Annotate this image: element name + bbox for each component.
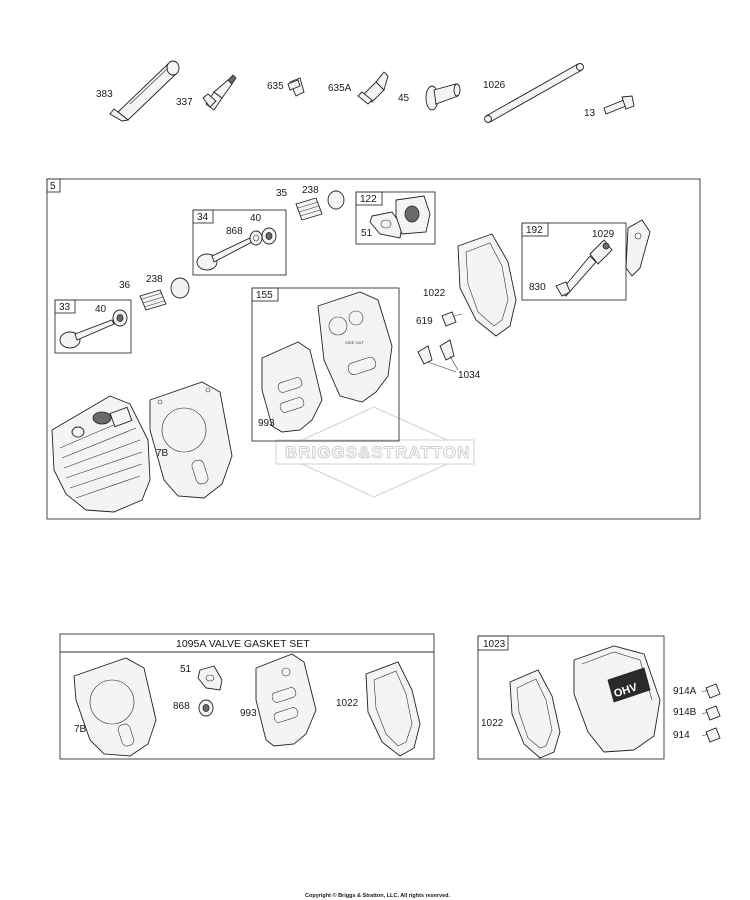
box-122 xyxy=(355,191,436,245)
valve-retainer-40b-part xyxy=(112,309,128,327)
label-40-b: 40 xyxy=(95,304,107,315)
label-635: 635 xyxy=(267,81,284,92)
svg-text:SIDE OUT: SIDE OUT xyxy=(345,340,364,345)
svg-text:BRIGGS&STRATTON: BRIGGS&STRATTON xyxy=(285,443,470,462)
set-head-gasket-7b-part xyxy=(73,657,157,757)
label-868-b: 868 xyxy=(173,701,190,712)
box-label-192: 192 xyxy=(526,225,543,236)
valve-spring-36-part xyxy=(139,289,167,311)
label-1026: 1026 xyxy=(483,80,506,91)
valve-cover-gasket-1022-part xyxy=(457,233,517,337)
box-label-33: 33 xyxy=(59,302,71,313)
valve-seal-868-part xyxy=(249,230,263,246)
label-7b-b: 7B xyxy=(74,724,87,735)
box-34 xyxy=(192,209,287,276)
cover-gasket-1022c-part xyxy=(509,669,561,759)
push-rod-part xyxy=(484,63,584,123)
label-1034: 1034 xyxy=(458,370,481,381)
label-238-b: 238 xyxy=(146,274,163,285)
label-619: 619 xyxy=(416,316,433,327)
label-914b: 914B xyxy=(673,707,697,718)
screw-619-part xyxy=(441,311,463,327)
assembly-frame-5 xyxy=(46,178,701,520)
label-238-a: 238 xyxy=(302,185,319,196)
rocker-stud-830-part xyxy=(555,239,613,297)
label-830: 830 xyxy=(529,282,546,293)
set-gasket-51-part xyxy=(197,665,223,691)
label-1022-c: 1022 xyxy=(481,718,504,729)
label-337: 337 xyxy=(176,97,193,108)
label-51-b: 51 xyxy=(180,664,192,675)
screw-914a-part xyxy=(701,683,721,699)
label-40-a: 40 xyxy=(250,213,262,224)
exhaust-valve-part xyxy=(59,319,115,349)
label-914a: 914A xyxy=(673,686,697,697)
valve-gasket-set-frame xyxy=(59,633,435,760)
label-35: 35 xyxy=(276,188,288,199)
spark-plug-part xyxy=(202,74,237,111)
part-45 xyxy=(425,83,461,111)
spring-cap-238b-part xyxy=(170,277,190,299)
copyright-notice: Copyright © Briggs & Stratton, LLC. All … xyxy=(305,892,451,899)
guide-plate-1034-part xyxy=(417,339,459,373)
label-51-a: 51 xyxy=(361,228,373,239)
label-993-a: 993 xyxy=(258,418,275,429)
label-993-b: 993 xyxy=(240,708,257,719)
part-635 xyxy=(287,77,305,97)
box-label-155: 155 xyxy=(256,290,273,301)
label-36: 36 xyxy=(119,280,131,291)
head-gasket-155-part: SIDE OUT xyxy=(317,291,393,403)
set-valve-cover-gasket-1022-part xyxy=(365,661,421,757)
set-valve-seal-868-part xyxy=(198,699,214,717)
label-7b-a: 7B xyxy=(156,448,169,459)
label-1022-b: 1022 xyxy=(336,698,359,709)
label-45: 45 xyxy=(398,93,410,104)
valve-cover-1023-part: OHV xyxy=(573,645,661,753)
label-1022-a: 1022 xyxy=(423,288,446,299)
label-914: 914 xyxy=(673,730,690,741)
bolt-13-part xyxy=(603,95,635,115)
label-1029: 1029 xyxy=(592,229,615,240)
gasket-993-part xyxy=(261,341,323,433)
spark-plug-wrench-part xyxy=(109,60,180,122)
part-635a xyxy=(357,71,389,105)
label-13: 13 xyxy=(584,108,596,119)
box-label-122: 122 xyxy=(360,194,377,205)
screw-914b-part xyxy=(701,705,721,721)
label-383: 383 xyxy=(96,89,113,100)
breather-122-part xyxy=(395,195,431,235)
spring-cap-238-part xyxy=(327,190,345,210)
cylinder-head-part xyxy=(51,395,151,513)
set-gasket-993-part xyxy=(255,653,317,747)
valve-spring-35-part xyxy=(295,197,323,221)
rocker-arm-1029-part xyxy=(625,219,651,277)
label-868-a: 868 xyxy=(226,226,243,237)
screw-914-part xyxy=(701,727,721,743)
intake-valve-part xyxy=(196,237,253,271)
box-label-1023: 1023 xyxy=(483,639,506,650)
box-33 xyxy=(54,299,132,354)
ohv-logo: OHV xyxy=(607,667,651,703)
label-635a: 635A xyxy=(328,83,352,94)
box-1023 xyxy=(477,635,665,760)
head-gasket-7b-part xyxy=(149,381,233,499)
briggs-stratton-watermark: BRIGGS&STRATTON xyxy=(274,406,476,498)
gasket-51-part xyxy=(369,211,403,239)
box-155 xyxy=(251,287,400,442)
box-label-5: 5 xyxy=(50,181,56,192)
valve-retainer-40-part xyxy=(261,227,277,245)
gasket-set-title: 1095A VALVE GASKET SET xyxy=(176,638,310,650)
box-label-34: 34 xyxy=(197,212,209,223)
